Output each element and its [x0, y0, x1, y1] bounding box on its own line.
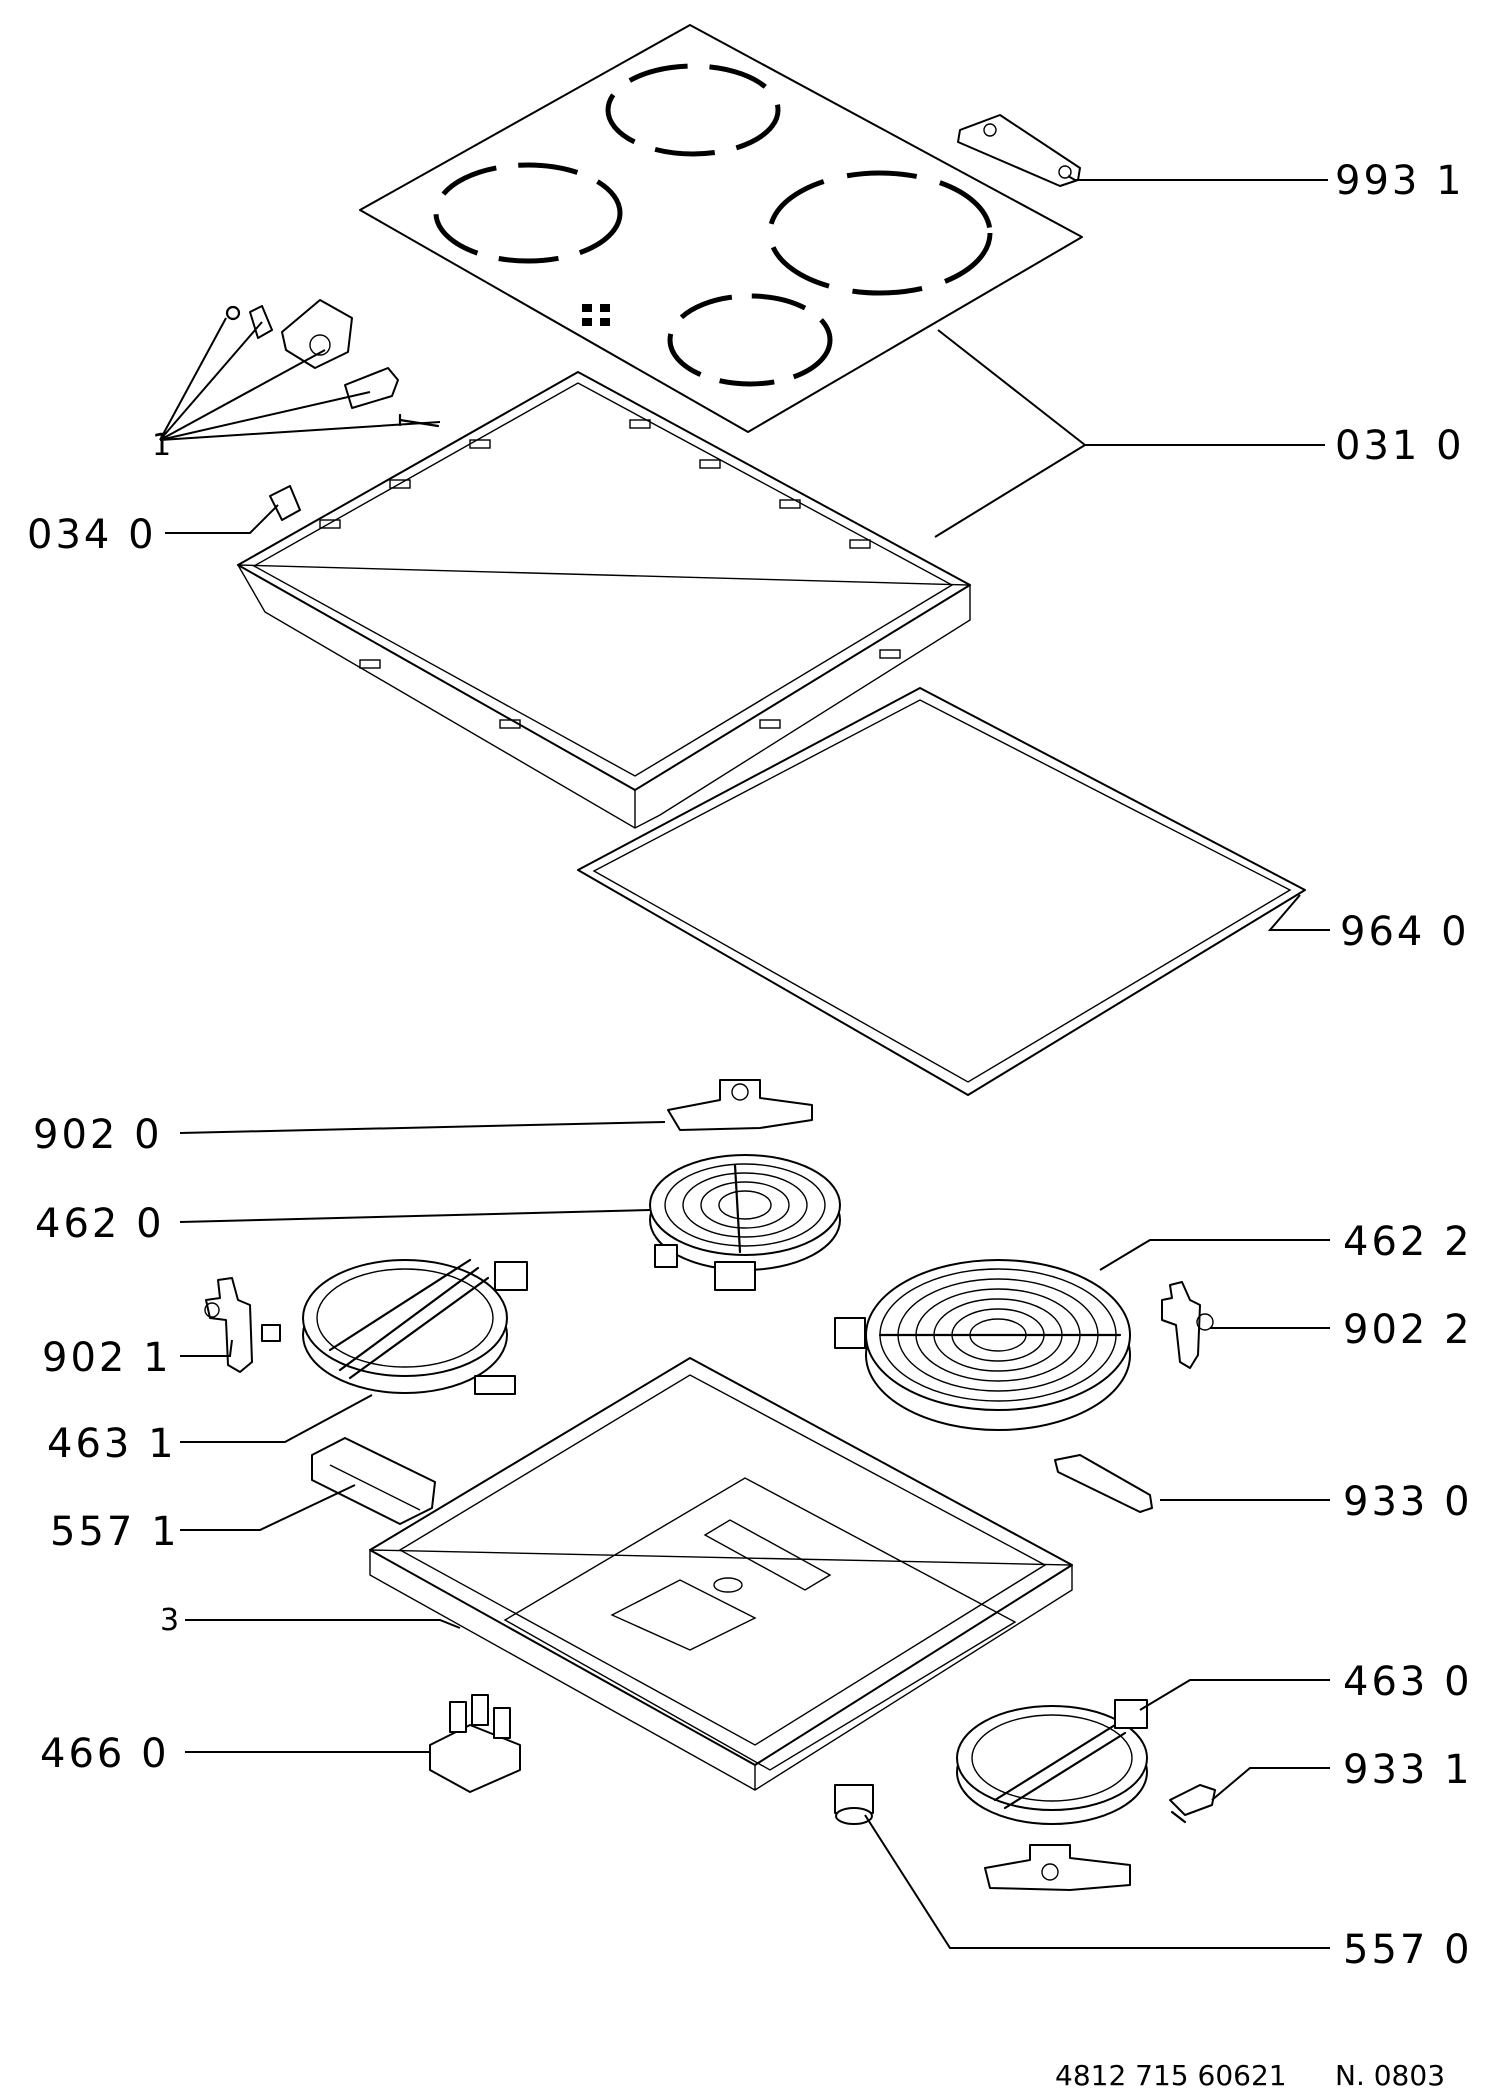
label-463-1: 463 1	[47, 1421, 177, 1467]
label-462-2: 462 2	[1343, 1219, 1473, 1265]
sheet-number: N. 0803	[1335, 2059, 1445, 2092]
hob-frame	[236, 371, 971, 829]
heating-element-462-2	[834, 1259, 1131, 1431]
bracket-993-1	[957, 114, 1081, 187]
label-462-0: 462 0	[35, 1201, 165, 1247]
label-902-2: 902 2	[1343, 1307, 1473, 1353]
heating-element-463-0	[956, 1699, 1148, 1825]
switch-466-0	[429, 1694, 521, 1793]
bracket-902-2	[1161, 1281, 1214, 1369]
footer: 4812 715 60621 N. 0803	[1055, 2059, 1445, 2092]
bracket-902-0	[667, 1079, 813, 1131]
label-463-0: 463 0	[1343, 1659, 1473, 1705]
label-933-0: 933 0	[1343, 1479, 1473, 1525]
label-1: 1	[152, 428, 171, 463]
part-labels: 993 1 1 031 0 034 0 964 0 902 0 462 0 46…	[27, 158, 1473, 1973]
label-466-0: 466 0	[40, 1731, 170, 1777]
frame-slots	[319, 419, 901, 729]
label-031-0: 031 0	[1335, 423, 1465, 469]
bottom-tray	[369, 1357, 1073, 1791]
label-964-0: 964 0	[1340, 909, 1470, 955]
heating-element-463-1	[302, 1258, 528, 1395]
bracket-902-1	[204, 1277, 281, 1373]
terminal-block-557-1	[311, 1437, 436, 1525]
label-3: 3	[160, 1603, 179, 1638]
label-557-1: 557 1	[50, 1509, 180, 1555]
cooking-zone-markings	[433, 63, 993, 387]
label-902-1: 902 1	[42, 1335, 172, 1381]
label-034-0: 034 0	[27, 512, 157, 558]
ceramic-glass-top	[359, 24, 1083, 433]
thermostat-557-0	[834, 1784, 874, 1825]
heating-element-462-0	[649, 1154, 841, 1291]
limiter-933-1	[1169, 1784, 1216, 1824]
fixing-kit-1	[225, 299, 440, 428]
zone-indicator-icon	[582, 304, 610, 326]
limiter-933-0	[1054, 1454, 1153, 1513]
drawing-number: 4812 715 60621	[1055, 2059, 1287, 2092]
clip-034-0	[269, 485, 301, 521]
label-902-0: 902 0	[33, 1112, 163, 1158]
gasket-964-0	[577, 687, 1306, 1096]
label-993-1: 993 1	[1335, 158, 1465, 204]
label-933-1: 933 1	[1343, 1747, 1473, 1793]
bracket-lower	[984, 1844, 1131, 1891]
label-557-0: 557 0	[1343, 1927, 1473, 1973]
leader-lines	[159, 175, 1330, 1949]
